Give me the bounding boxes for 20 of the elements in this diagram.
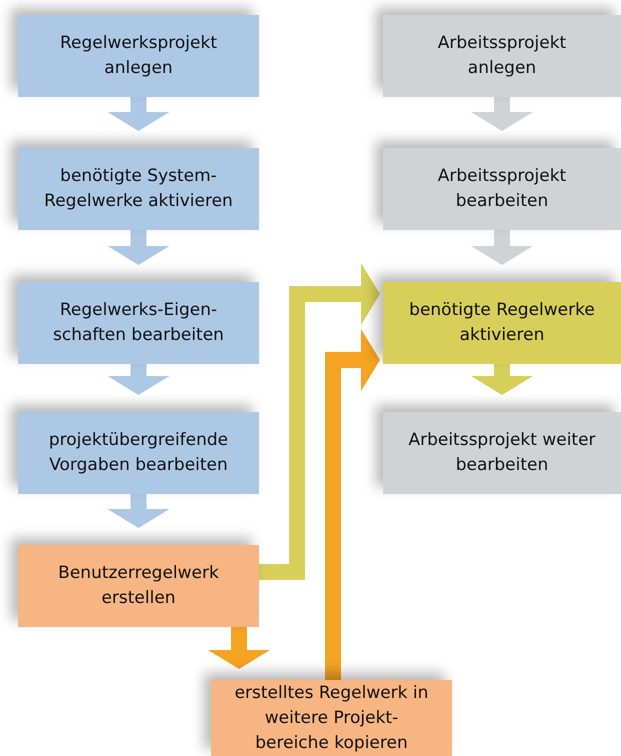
process-box bbox=[383, 282, 621, 364]
step-text: Arbeitssprojekt weiter bearbeiten bbox=[407, 429, 597, 477]
step-text: benötigte Regelwerke aktivieren bbox=[408, 299, 596, 347]
process-box bbox=[18, 282, 259, 364]
step-text: benötigte System-Regelwerke aktivieren bbox=[43, 165, 234, 213]
step-text: projektübergreifende Vorgaben bearbeiten bbox=[48, 429, 230, 477]
process-box bbox=[383, 412, 621, 494]
step-text: Arbeitssprojekt anlegen bbox=[436, 32, 568, 80]
process-box bbox=[18, 148, 259, 230]
process-box bbox=[211, 680, 452, 756]
process-box bbox=[383, 148, 621, 230]
step-text: Regelwerks-Eigen-schaften bearbeiten bbox=[52, 299, 225, 347]
step-text: Benutzerregelwerk erstellen bbox=[57, 562, 220, 610]
process-box bbox=[383, 15, 621, 97]
process-box bbox=[18, 15, 259, 97]
step-text: erstelltes Regelwerk in weitere Projekt-bereiche kopieren bbox=[234, 682, 430, 754]
process-box bbox=[18, 545, 259, 627]
step-text: Arbeitssprojekt bearbeiten bbox=[436, 165, 568, 213]
process-box bbox=[18, 412, 259, 494]
step-text: Regelwerksprojekt anlegen bbox=[58, 32, 218, 80]
